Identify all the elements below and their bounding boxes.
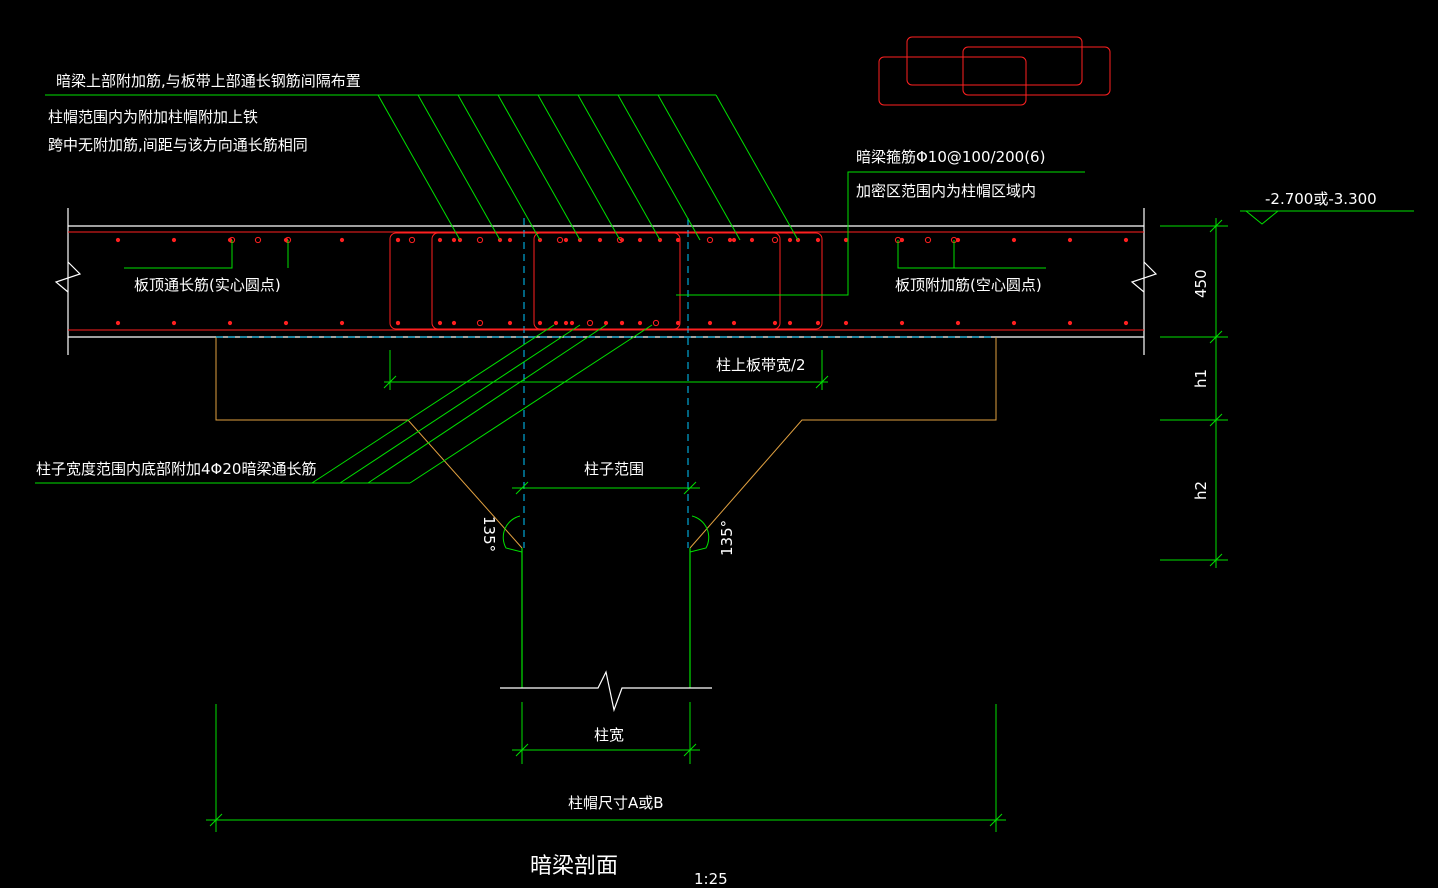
longitudinal-bars bbox=[68, 231, 1144, 331]
solid-rebar-dot bbox=[553, 320, 559, 326]
label-slab-top-additional: 板顶附加筋(空心圆点) bbox=[895, 276, 1042, 294]
solid-rebar-dot bbox=[437, 237, 443, 243]
stirrups bbox=[389, 232, 823, 330]
dim-450: 450 bbox=[1192, 269, 1210, 298]
dim-h1: h1 bbox=[1192, 368, 1210, 388]
hollow-rebar-dot bbox=[924, 236, 932, 244]
solid-rebar-dot bbox=[395, 237, 401, 243]
axis-lines bbox=[216, 218, 996, 548]
dim-column-range: 柱子范围 bbox=[584, 460, 645, 478]
solid-rebar-dot bbox=[171, 237, 177, 243]
solid-rebar-dot bbox=[707, 320, 713, 326]
hollow-rebar-dot bbox=[771, 236, 779, 244]
solid-rebar-dot bbox=[569, 320, 575, 326]
solid-rebar-dot bbox=[339, 320, 345, 326]
column-cap-outline bbox=[215, 337, 997, 549]
solid-rebar-dot bbox=[731, 320, 737, 326]
angle-right: 135° bbox=[718, 519, 736, 556]
hollow-rebar-dot bbox=[254, 236, 262, 244]
column-outline bbox=[500, 548, 712, 713]
solid-rebar-dot bbox=[843, 237, 849, 243]
label-slab-top-through: 板顶通长筋(实心圆点) bbox=[134, 276, 281, 294]
solid-rebar-dot bbox=[637, 320, 643, 326]
solid-rebar-dot bbox=[1123, 237, 1129, 243]
solid-rebar-dot bbox=[451, 320, 457, 326]
dim-h2: h2 bbox=[1192, 480, 1210, 500]
stirrup-sketch bbox=[878, 36, 1111, 106]
solid-rebar-dot bbox=[675, 320, 681, 326]
solid-rebar-dot bbox=[749, 237, 755, 243]
solid-rebar-dot bbox=[1123, 320, 1129, 326]
solid-rebar-dot bbox=[1067, 320, 1073, 326]
solid-rebar-dot bbox=[395, 320, 401, 326]
dim-half-strip: 柱上板带宽/2 bbox=[716, 356, 806, 374]
solid-rebar-dot bbox=[1011, 320, 1017, 326]
solid-rebar-dot bbox=[437, 320, 443, 326]
solid-rebar-dot bbox=[815, 237, 821, 243]
solid-rebar-dot bbox=[537, 320, 543, 326]
rebar-dots bbox=[115, 236, 1129, 327]
solid-rebar-dot bbox=[843, 320, 849, 326]
hollow-rebar-dot bbox=[476, 236, 484, 244]
solid-rebar-dot bbox=[727, 237, 733, 243]
solid-rebar-dot bbox=[227, 320, 233, 326]
solid-rebar-dot bbox=[772, 320, 778, 326]
dimension-lines bbox=[206, 210, 1414, 832]
solid-rebar-dot bbox=[115, 320, 121, 326]
section-title: 暗梁剖面 bbox=[530, 854, 619, 879]
hollow-rebar-dot bbox=[556, 236, 564, 244]
solid-rebar-dot bbox=[899, 320, 905, 326]
hollow-rebar-dot bbox=[652, 319, 660, 327]
solid-rebar-dot bbox=[339, 237, 345, 243]
solid-rebar-dot bbox=[787, 320, 793, 326]
hollow-rebar-dot bbox=[706, 236, 714, 244]
dim-column-width: 柱宽 bbox=[594, 726, 625, 744]
solid-rebar-dot bbox=[597, 237, 603, 243]
dim-cap-size: 柱帽尺寸A或B bbox=[568, 794, 664, 812]
note-cap-additional: 柱帽范围内为附加柱帽附加上铁 bbox=[48, 108, 259, 126]
solid-rebar-dot bbox=[563, 320, 569, 326]
note-top-additional-bars: 暗梁上部附加筋,与板带上部通长钢筋间隔布置 bbox=[56, 72, 361, 90]
solid-rebar-dot bbox=[1067, 237, 1073, 243]
note-dense-zone: 加密区范围内为柱帽区域内 bbox=[856, 182, 1037, 200]
angle-left: 135° bbox=[480, 516, 498, 553]
solid-rebar-dot bbox=[603, 320, 609, 326]
solid-rebar-dot bbox=[955, 320, 961, 326]
solid-rebar-dot bbox=[787, 237, 793, 243]
leader-lines bbox=[35, 94, 1085, 484]
solid-rebar-dot bbox=[815, 320, 821, 326]
solid-rebar-dot bbox=[115, 237, 121, 243]
hollow-rebar-dot bbox=[616, 236, 624, 244]
hollow-rebar-dot bbox=[586, 319, 594, 327]
solid-rebar-dot bbox=[451, 237, 457, 243]
solid-rebar-dot bbox=[507, 237, 513, 243]
note-bottom-bars: 柱子宽度范围内底部附加4Φ20暗梁通长筋 bbox=[36, 460, 317, 478]
note-stirrup: 暗梁箍筋Φ10@100/200(6) bbox=[856, 148, 1046, 166]
solid-rebar-dot bbox=[563, 237, 569, 243]
solid-rebar-dot bbox=[171, 320, 177, 326]
solid-rebar-dot bbox=[283, 320, 289, 326]
note-mid-span: 跨中无附加筋,间距与该方向通长筋相同 bbox=[48, 136, 308, 154]
section-scale: 1:25 bbox=[694, 870, 728, 888]
solid-rebar-dot bbox=[675, 237, 681, 243]
solid-rebar-dot bbox=[1011, 237, 1017, 243]
hollow-rebar-dot bbox=[476, 319, 484, 327]
solid-rebar-dot bbox=[731, 237, 737, 243]
hollow-rebar-dot bbox=[408, 236, 416, 244]
solid-rebar-dot bbox=[619, 320, 625, 326]
elevation-label: -2.700或-3.300 bbox=[1265, 190, 1377, 208]
solid-rebar-dot bbox=[507, 320, 513, 326]
solid-rebar-dot bbox=[637, 237, 643, 243]
